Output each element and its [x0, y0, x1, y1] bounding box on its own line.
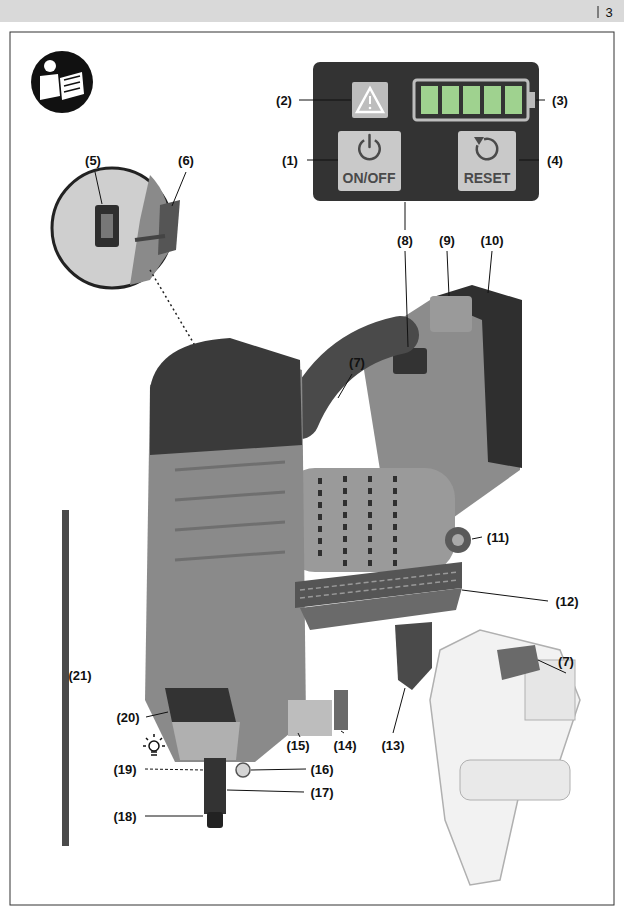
battery-gauge: [414, 80, 535, 120]
callout-number: (12): [555, 595, 578, 608]
callout-number: (19): [113, 763, 136, 776]
callout-number: (21): [68, 669, 91, 682]
callout-number: (11): [487, 531, 509, 544]
button-label: RESET: [458, 170, 516, 186]
header-bar: [0, 0, 624, 22]
callout-number: (20): [116, 711, 139, 724]
warning-indicator: [352, 82, 388, 118]
page-number: 3: [605, 6, 612, 19]
callout-number: (13): [381, 739, 404, 752]
callout-number: (7): [558, 655, 574, 668]
callout-number: (15): [286, 739, 309, 752]
reset-icon: [458, 131, 516, 165]
callout-number: (3): [552, 94, 568, 107]
callout-number: (9): [439, 234, 455, 247]
callout-number: (16): [310, 763, 333, 776]
light-icon: [143, 734, 165, 755]
length-bar: [62, 510, 69, 846]
callout-number: (8): [397, 234, 413, 247]
power-icon: [338, 131, 401, 165]
callout-number: (14): [333, 739, 356, 752]
page-frame: [10, 32, 614, 905]
callout-number: (7): [349, 356, 365, 369]
callout-number: (10): [480, 234, 503, 247]
header-divider: [598, 6, 599, 18]
button-label: ON/OFF: [338, 170, 401, 186]
control-panel: [313, 62, 539, 201]
leader-lines: [95, 100, 566, 816]
control-button: RESET: [458, 131, 516, 191]
callout-number: (2): [276, 94, 292, 107]
callout-number: (6): [178, 154, 194, 167]
callout-number: (4): [547, 154, 563, 167]
inset-illustration: [430, 630, 580, 885]
control-button: ON/OFF: [338, 131, 401, 191]
callout-number: (1): [282, 154, 298, 167]
callout-number: (17): [310, 786, 333, 799]
magnifier-detail: [52, 168, 180, 288]
manual-icon: [31, 51, 93, 113]
callout-number: (5): [85, 154, 101, 167]
callout-number: (18): [113, 810, 136, 823]
